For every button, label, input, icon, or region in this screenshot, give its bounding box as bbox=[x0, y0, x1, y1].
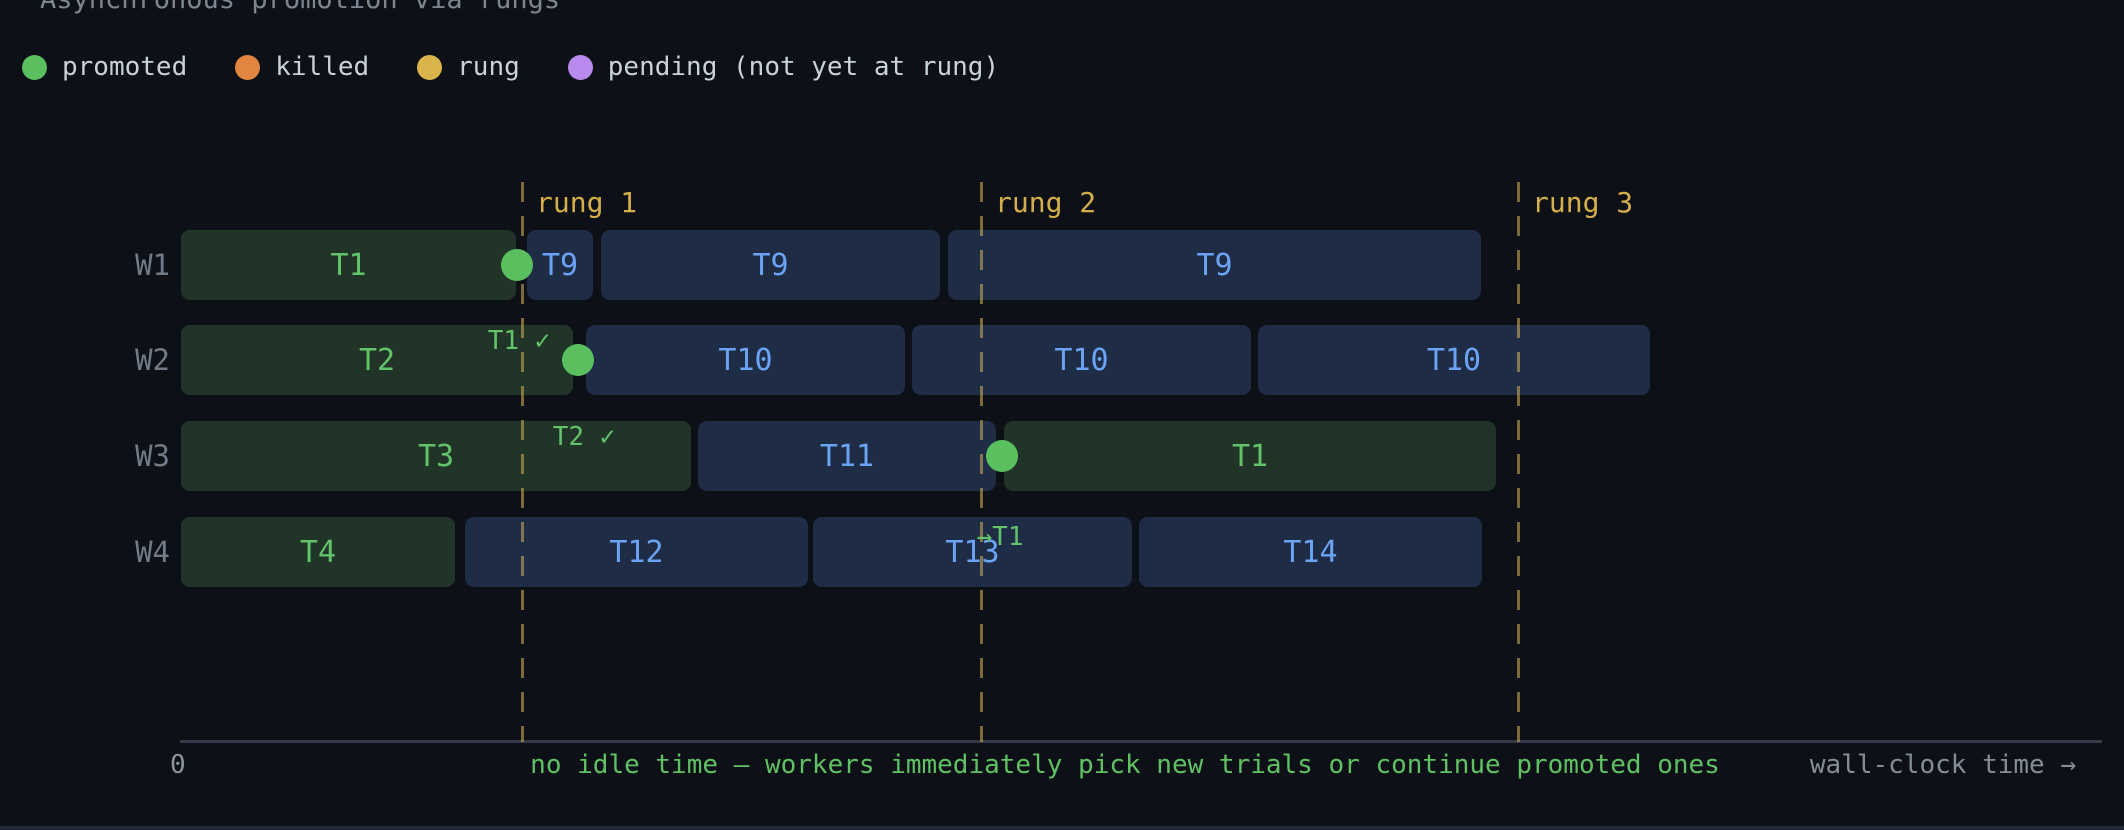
trial-bar-t10: T10 bbox=[586, 325, 905, 395]
worker-label-w3: W3 bbox=[135, 439, 170, 473]
rung-line-3 bbox=[1517, 182, 1520, 742]
legend-item-promoted: promoted bbox=[22, 52, 187, 82]
rung-line-1 bbox=[521, 182, 524, 742]
bottom-edge bbox=[0, 826, 2124, 830]
promotion-dot-2 bbox=[562, 344, 594, 376]
trial-bar-t1: T1 bbox=[1004, 421, 1496, 491]
trial-bar-t1: T1 bbox=[181, 230, 516, 300]
footer-note: no idle time — workers immediately pick … bbox=[530, 750, 1720, 780]
worker-label-w4: W4 bbox=[135, 535, 170, 569]
trial-bar-t9: T9 bbox=[527, 230, 593, 300]
rung-label-1: rung 1 bbox=[536, 186, 638, 219]
legend-label-killed: killed bbox=[275, 52, 370, 82]
time-axis-line bbox=[180, 740, 2102, 743]
rung-line-2 bbox=[980, 182, 983, 742]
promotion-annotation-2: T2 ✓ bbox=[552, 422, 616, 452]
figure-title: Asynchronous promotion via rungs bbox=[40, 0, 560, 15]
promotion-dot-3 bbox=[986, 440, 1018, 472]
trial-bar-t10: T10 bbox=[912, 325, 1251, 395]
legend-label-promoted: promoted bbox=[62, 52, 188, 82]
killed-dot bbox=[235, 54, 261, 80]
axis-time-label: wall-clock time → bbox=[1809, 750, 2076, 780]
trial-bar-t14: T14 bbox=[1139, 517, 1482, 587]
promotion-dot-1 bbox=[501, 249, 533, 281]
trial-bar-t4: T4 bbox=[181, 517, 455, 587]
trial-bar-t12: T12 bbox=[465, 517, 808, 587]
trial-bar-t9: T9 bbox=[601, 230, 940, 300]
trial-bar-t9: T9 bbox=[948, 230, 1481, 300]
legend-item-pending: pending (not yet at rung) bbox=[567, 52, 1000, 82]
promotion-annotation-1: T1 ✓ bbox=[487, 326, 551, 356]
trial-bar-t2: T2 bbox=[181, 325, 573, 395]
legend-item-killed: killed bbox=[235, 52, 369, 82]
legend-item-rung: rung bbox=[417, 52, 520, 82]
pending-dot bbox=[567, 54, 593, 80]
trial-bar-t3: T3 bbox=[181, 421, 691, 491]
trial-bar-t13: T13 bbox=[813, 517, 1132, 587]
rung-label-3: rung 3 bbox=[1532, 186, 1634, 219]
legend-label-pending: pending (not yet at rung) bbox=[607, 52, 1000, 82]
rung-label-2: rung 2 bbox=[995, 186, 1097, 219]
worker-label-w2: W2 bbox=[135, 343, 170, 377]
rung-dot bbox=[417, 54, 443, 80]
promoted-dot bbox=[22, 54, 47, 80]
trial-bar-t11: T11 bbox=[698, 421, 996, 491]
axis-origin-label: 0 bbox=[170, 750, 186, 780]
promotion-annotation-3: →T1 bbox=[976, 522, 1024, 552]
legend: promoted killed rung pending (not yet at ru… bbox=[22, 52, 999, 82]
worker-label-w1: W1 bbox=[135, 248, 170, 282]
trial-bar-t10: T10 bbox=[1258, 325, 1650, 395]
legend-label-rung: rung bbox=[457, 52, 520, 82]
